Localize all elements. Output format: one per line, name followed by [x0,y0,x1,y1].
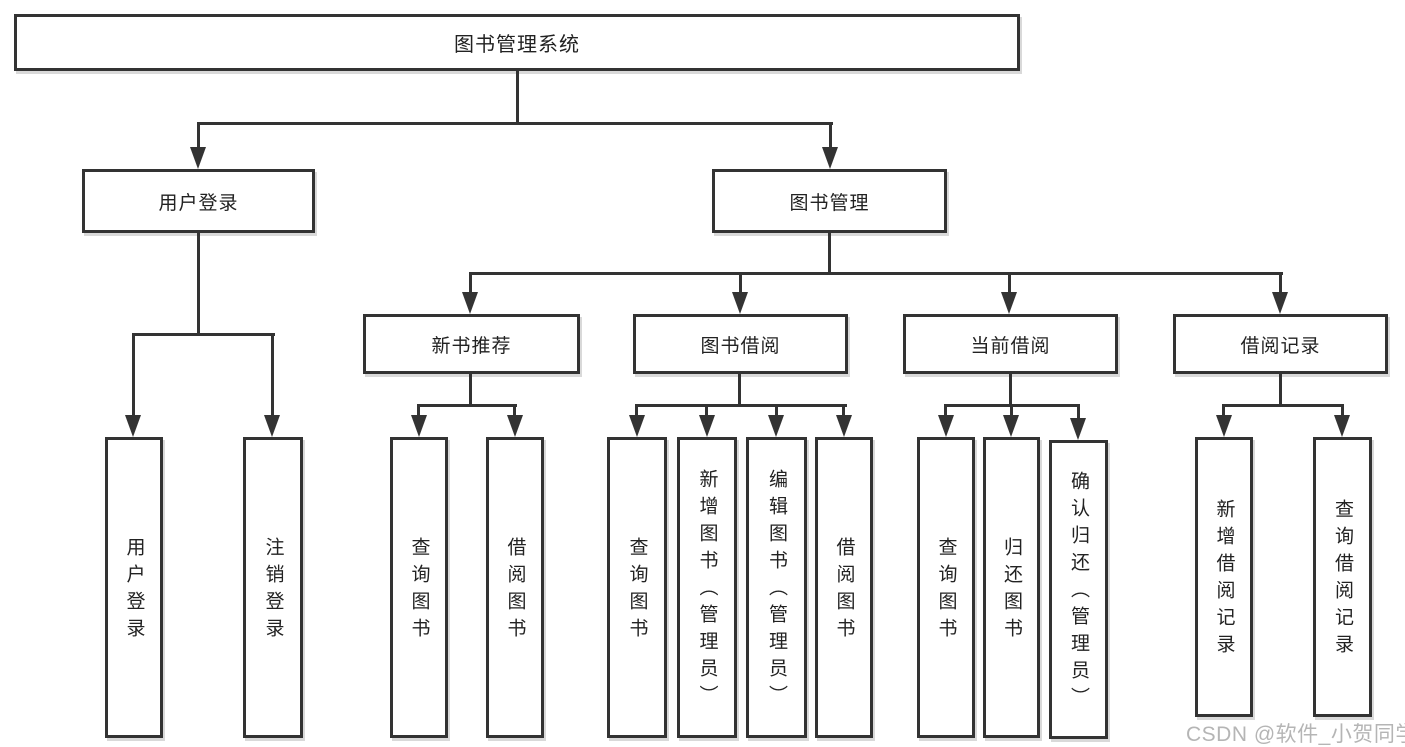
leaf-records-add-record: 新增借阅记录 [1195,437,1253,717]
connector-line [1279,374,1282,407]
leaf-records-query-record: 查询借阅记录 [1313,437,1372,717]
connector-line [1008,272,1011,296]
arrowhead-icon [629,415,645,437]
connector-line [469,272,1283,275]
leaf-borrow-edit-books-admin: 编辑图书（管理员） [746,437,807,738]
connector-line [513,404,516,418]
arrowhead-icon [264,415,280,437]
arrowhead-icon [507,415,523,437]
connector-line [197,122,833,125]
connector-line [944,404,947,418]
arrowhead-icon [1003,415,1019,437]
node-current-borrowing: 当前借阅 [903,314,1118,374]
node-user-login-group: 用户登录 [82,169,315,233]
connector-line [738,374,741,407]
connector-line [132,333,275,336]
connector-line [739,272,742,296]
connector-line [1222,404,1344,407]
leaf-rec-borrow-books: 借阅图书 [486,437,544,738]
arrowhead-icon [699,415,715,437]
connector-line [635,404,847,407]
connector-line [132,333,135,420]
connector-line [635,404,638,418]
leaf-current-query-books: 查询图书 [917,437,975,738]
node-root-system: 图书管理系统 [14,14,1020,71]
csdn-watermark: CSDN @软件_小贺同学 [1186,723,1405,746]
leaf-user-login: 用户登录 [105,437,163,738]
connector-line [271,333,274,420]
connector-line [469,272,472,296]
arrowhead-icon [1272,292,1288,314]
arrowhead-icon [125,415,141,437]
arrowhead-icon [1334,415,1350,437]
connector-line [417,404,517,407]
leaf-current-confirm-return-admin: 确认归还（管理员） [1049,440,1108,739]
arrowhead-icon [190,147,206,169]
connector-line [197,233,200,336]
connector-line [775,404,778,418]
arrowhead-icon [732,292,748,314]
connector-line [197,122,200,152]
node-book-borrowing: 图书借阅 [633,314,848,374]
connector-line [842,404,845,418]
leaf-borrow-borrow-books: 借阅图书 [815,437,873,738]
leaf-logout: 注销登录 [243,437,303,738]
arrowhead-icon [462,292,478,314]
connector-line [1077,404,1080,420]
arrowhead-icon [768,415,784,437]
arrowhead-icon [411,415,427,437]
connector-line [1010,404,1013,418]
node-borrowing-records: 借阅记录 [1173,314,1388,374]
connector-line [1222,404,1225,418]
arrowhead-icon [1070,418,1086,440]
arrowhead-icon [1001,292,1017,314]
arrowhead-icon [822,147,838,169]
connector-line [516,71,519,124]
node-book-management-group: 图书管理 [712,169,947,233]
arrowhead-icon [938,415,954,437]
node-new-book-recommend: 新书推荐 [363,314,580,374]
leaf-current-return-books: 归还图书 [983,437,1040,738]
connector-line [705,404,708,418]
leaf-borrow-add-books-admin: 新增图书（管理员） [677,437,737,738]
leaf-borrow-query-books: 查询图书 [607,437,667,738]
connector-line [469,374,472,407]
connector-line [417,404,420,418]
connector-line [1009,374,1012,407]
arrowhead-icon [1216,415,1232,437]
connector-line [829,122,832,152]
connector-line [1341,404,1344,418]
connector-line [1279,272,1282,296]
arrowhead-icon [836,415,852,437]
leaf-rec-query-books: 查询图书 [390,437,448,738]
connector-line [828,233,831,275]
